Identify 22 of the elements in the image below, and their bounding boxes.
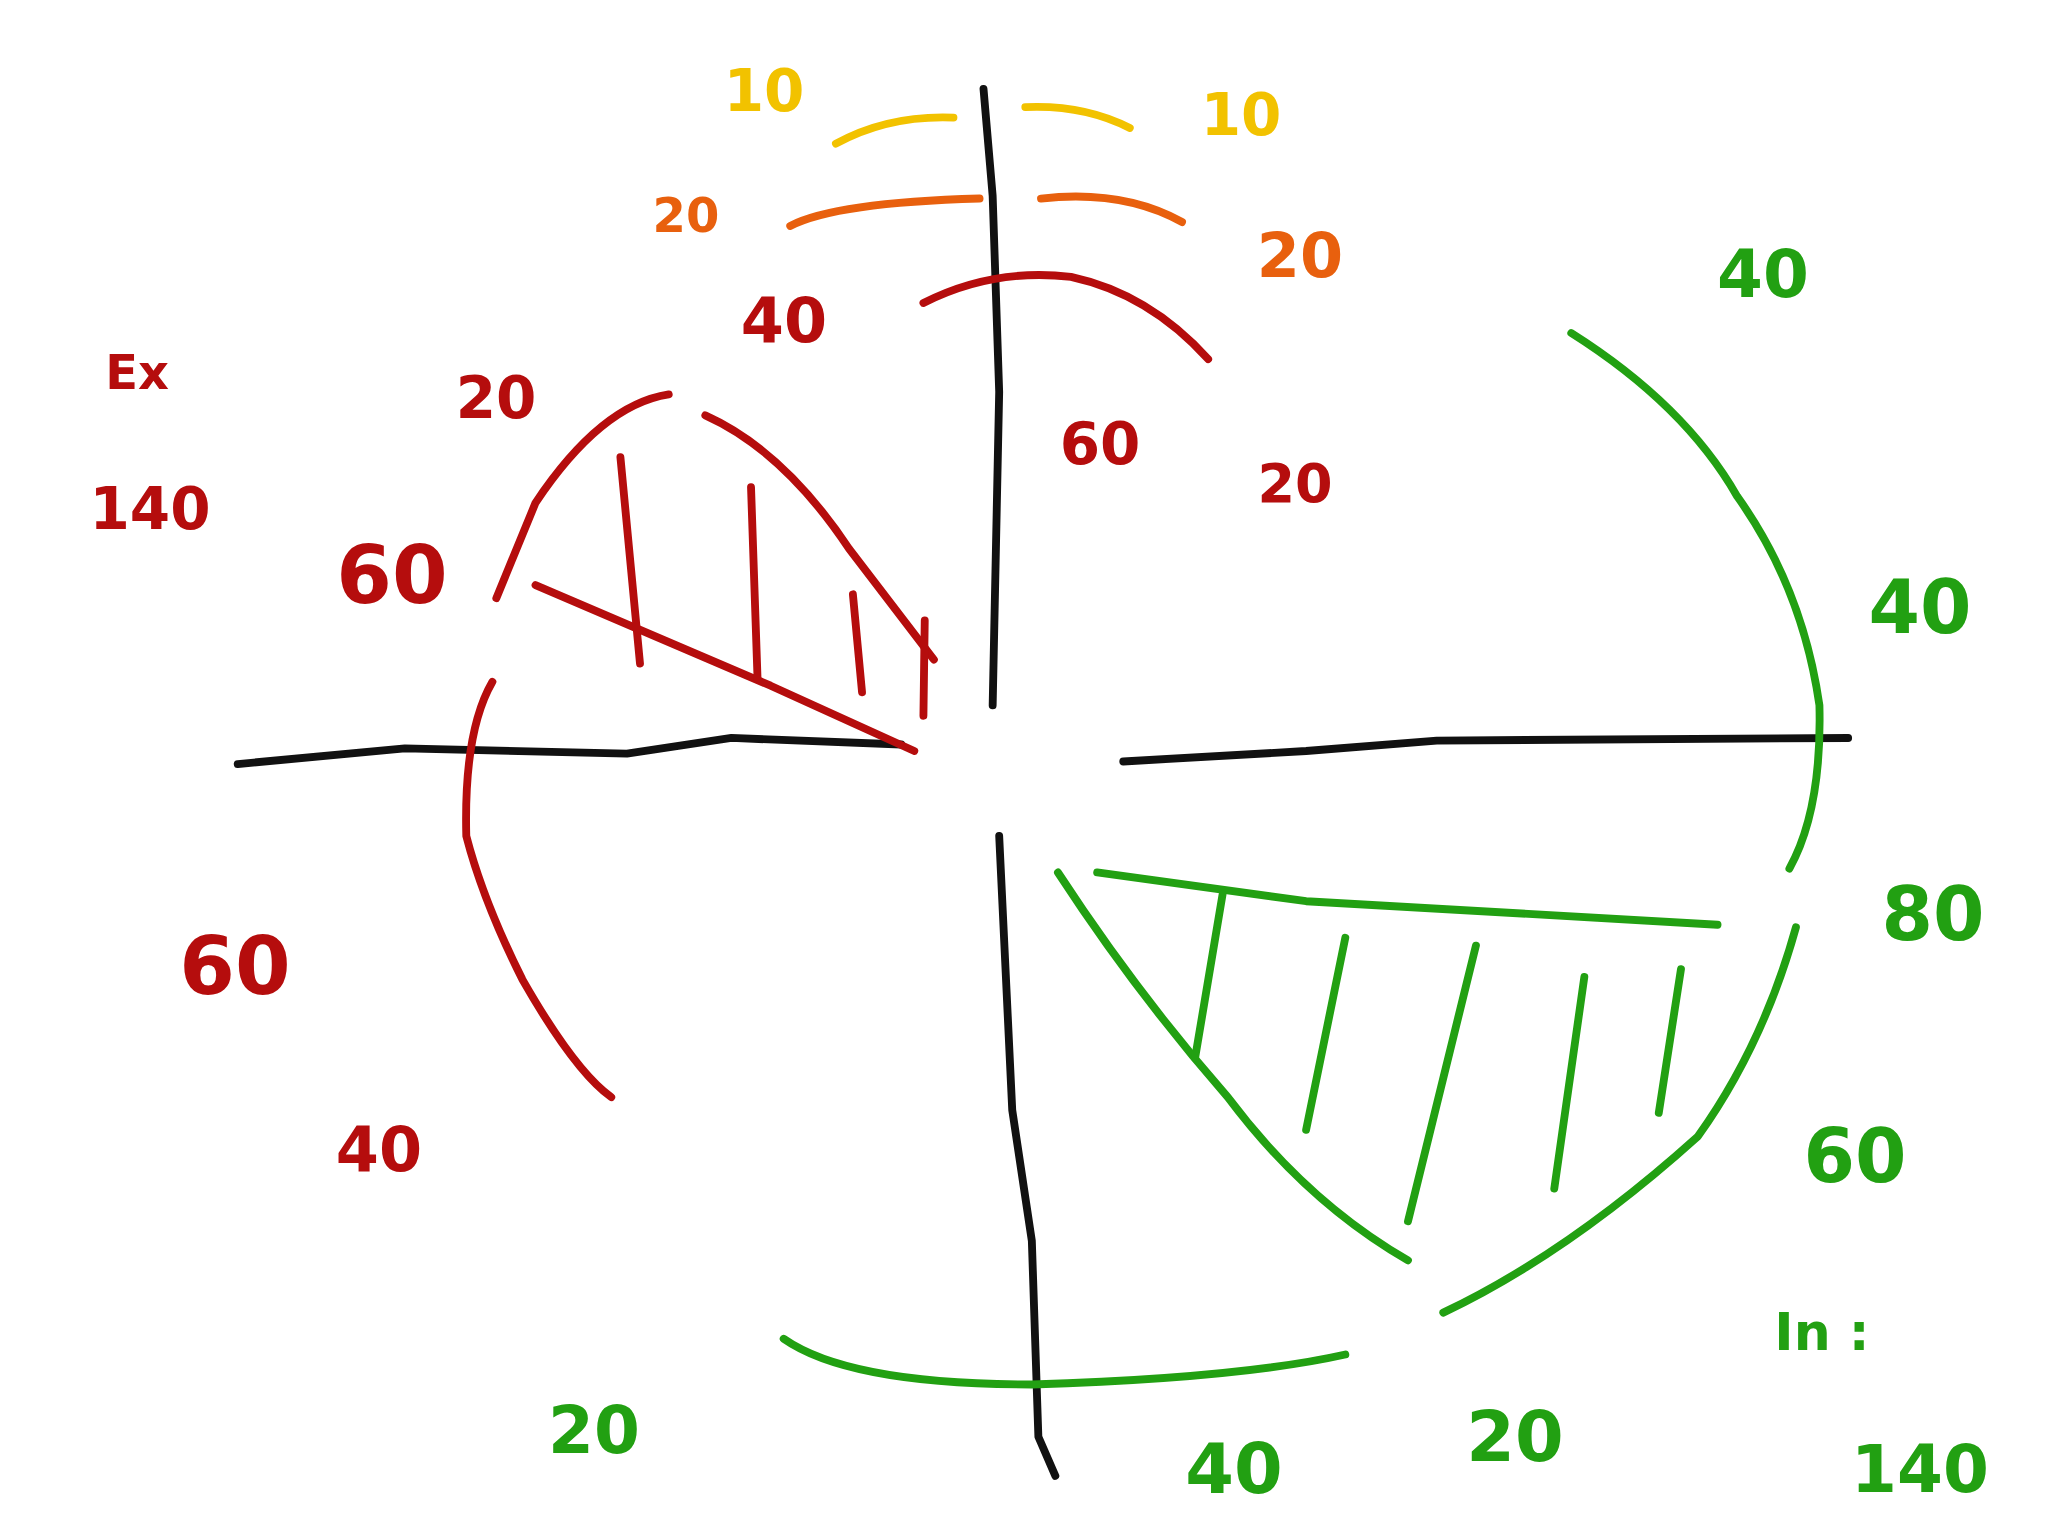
handwritten-number: 20: [455, 364, 537, 432]
handwritten-number: 40: [335, 1112, 423, 1186]
handwritten-number: 60: [179, 919, 291, 1013]
handwritten-number: 40: [1185, 1428, 1283, 1510]
handwritten-number: 60: [1059, 410, 1141, 478]
handwritten-number: 140: [89, 475, 211, 543]
handwritten-number: 20: [548, 1391, 640, 1469]
handwritten-number: 60: [336, 528, 448, 622]
handwritten-number: 20: [1256, 218, 1344, 292]
handwritten-number: 60: [1803, 1113, 1907, 1199]
handwritten-number: 10: [723, 57, 805, 125]
handwritten-number: Ex: [105, 344, 169, 400]
handwritten-number: 40: [740, 283, 828, 357]
handwritten-number: 140: [1851, 1430, 1989, 1508]
handwritten-number: In :: [1774, 1302, 1870, 1362]
handwritten-number: 40: [1868, 564, 1972, 650]
handwritten-number: 20: [1257, 451, 1333, 515]
handwritten-number: 40: [1717, 235, 1809, 313]
handwritten-number: 20: [652, 187, 720, 243]
handwritten-number: 80: [1881, 871, 1985, 957]
handwritten-number: 20: [1466, 1396, 1564, 1478]
handwritten-number: 10: [1200, 81, 1282, 149]
